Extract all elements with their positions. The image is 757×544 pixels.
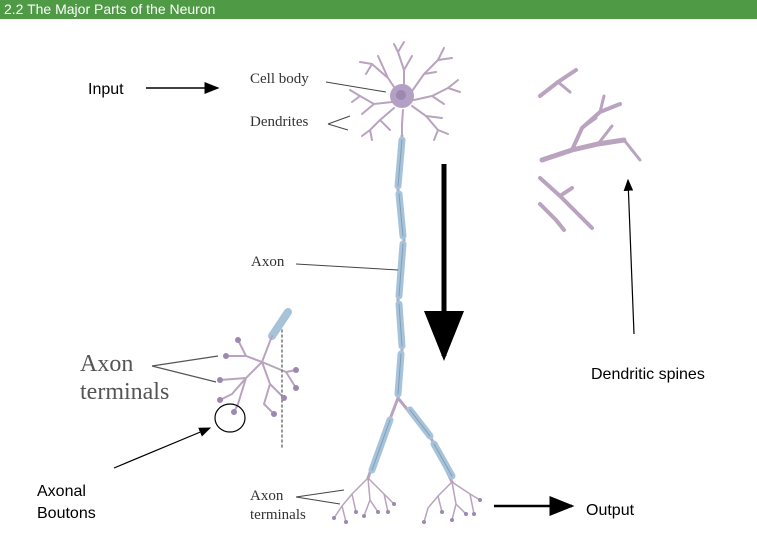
axon-terminals-zoom-leaders	[151, 355, 219, 383]
dendrites-label: Dendrites	[250, 114, 309, 130]
slide-title-bar: 2.2 The Major Parts of the Neuron	[0, 0, 757, 19]
arrows	[113, 82, 635, 516]
axon-terminals-zoom	[219, 308, 297, 449]
axonal-boutons-label: Axonal Boutons	[37, 483, 96, 522]
dendritic-spines-label: Dendritic spines	[591, 366, 705, 383]
label-leader-lines	[295, 81, 399, 505]
output-label: Output	[586, 502, 635, 519]
terminal-boutons-bottom	[332, 498, 482, 524]
dendrites-tree	[349, 41, 461, 141]
dendritic-spines-zoom	[538, 68, 642, 232]
terminal-boutons-zoom	[217, 337, 299, 417]
axon-label: Axon	[251, 254, 285, 270]
dendritic-spines-arrow	[623, 178, 635, 335]
axonal-boutons-arrow	[113, 427, 212, 469]
slide-title: 2.2 The Major Parts of the Neuron	[4, 1, 216, 17]
bouton-highlight-circle	[214, 403, 246, 433]
axon	[366, 134, 456, 484]
cell-body-label: Cell body	[250, 71, 309, 87]
input-label: Input	[88, 81, 124, 98]
axon-terminals-label: Axon terminals	[250, 488, 306, 523]
nucleus	[396, 90, 406, 100]
axon-terminals-zoom-label: Axon terminals	[80, 351, 170, 405]
axon-terminals-bottom	[333, 477, 481, 523]
